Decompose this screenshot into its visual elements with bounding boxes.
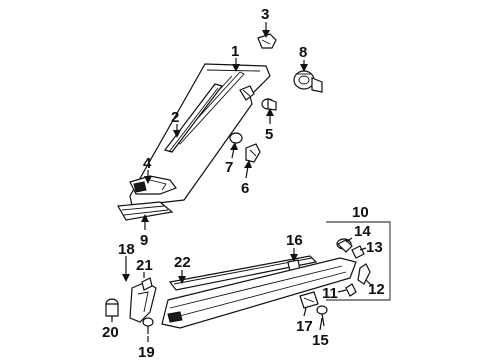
callout-14: 14 — [354, 223, 371, 240]
callout-16: 16 — [286, 232, 303, 249]
callout-22: 22 — [174, 254, 191, 271]
callout-9: 9 — [140, 232, 148, 249]
callout-8: 8 — [299, 44, 307, 61]
sub-assembly-box — [326, 221, 391, 301]
callout-18: 18 — [118, 241, 135, 258]
leader-lines — [111, 22, 373, 342]
callout-17: 17 — [296, 318, 313, 335]
weatherstrip — [163, 83, 224, 153]
callout-15: 15 — [312, 332, 329, 349]
callout-3: 3 — [261, 6, 269, 23]
callout-labels: 1 2 3 4 5 6 7 8 9 10 11 12 13 14 15 16 1… — [102, 6, 385, 360]
bushing — [293, 70, 323, 93]
step-pad — [117, 201, 174, 221]
callout-4: 4 — [143, 155, 152, 172]
screw-19 — [142, 317, 154, 334]
clip-top — [257, 33, 277, 49]
clip-6 — [245, 143, 261, 163]
callout-12: 12 — [368, 281, 385, 298]
callout-21: 21 — [136, 257, 153, 274]
callout-19: 19 — [138, 344, 155, 360]
callout-5: 5 — [265, 126, 273, 143]
callout-1: 1 — [231, 43, 239, 60]
callout-13: 13 — [366, 239, 383, 256]
clip-21 — [141, 277, 153, 291]
callout-11: 11 — [322, 285, 338, 302]
screw-15 — [316, 305, 328, 327]
clip-17 — [299, 291, 319, 309]
rocker-panel — [161, 257, 357, 329]
callout-6: 6 — [241, 180, 249, 197]
lower-bracket — [129, 175, 177, 195]
callout-7: 7 — [225, 159, 233, 176]
clip-7 — [229, 132, 243, 144]
callout-10: 10 — [352, 204, 369, 221]
callout-20: 20 — [102, 324, 119, 341]
clip-5 — [261, 98, 277, 111]
grommet-20 — [105, 298, 119, 317]
callout-2: 2 — [171, 109, 179, 126]
